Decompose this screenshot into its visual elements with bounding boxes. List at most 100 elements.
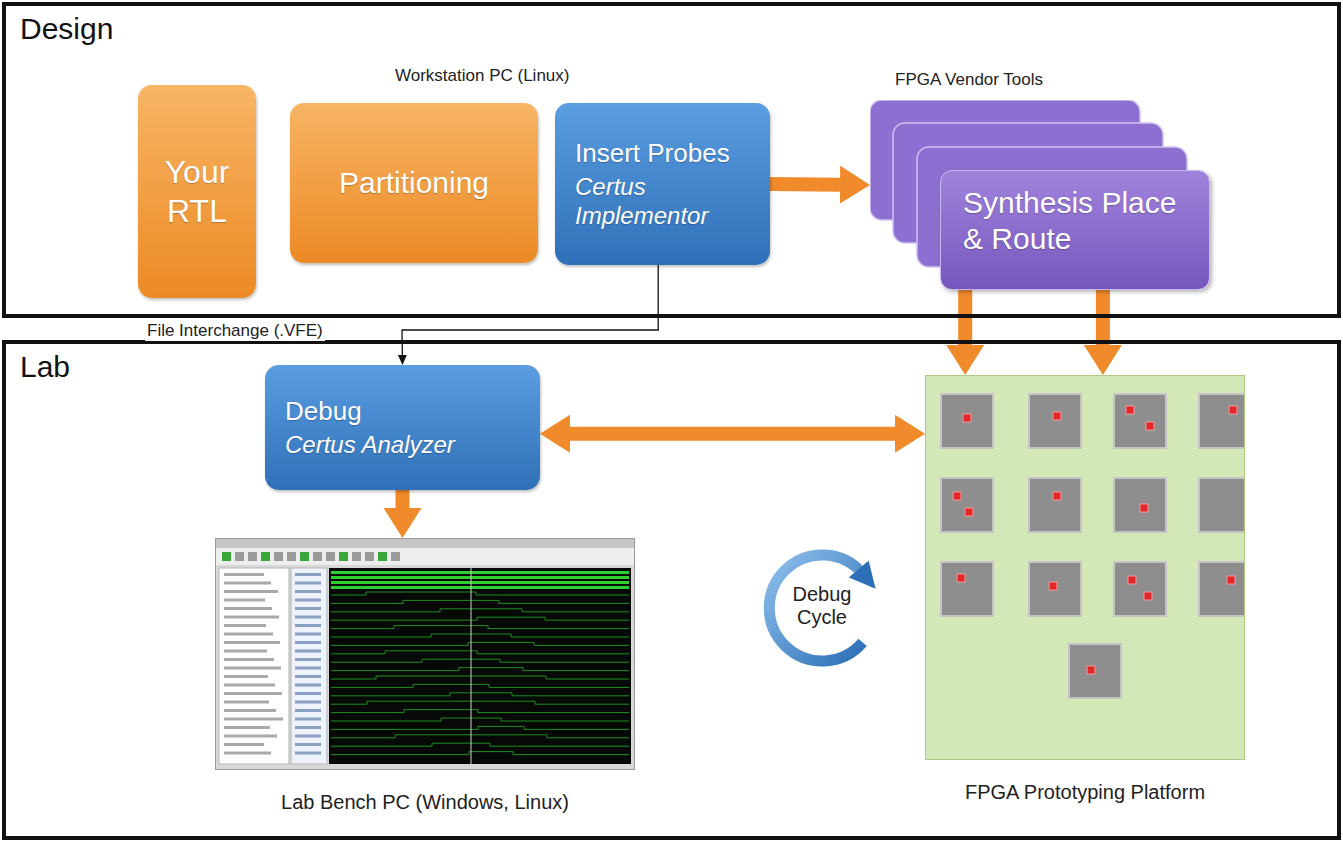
tree-row [224, 633, 273, 636]
signal-row [295, 582, 321, 585]
probe-dot [957, 574, 965, 582]
tree-row [224, 616, 279, 619]
wave-trace [331, 726, 629, 729]
fpga-platform: FPGA Prototyping Platform [925, 375, 1245, 760]
box-title: Partitioning [298, 165, 530, 201]
fpga-chip [1199, 562, 1244, 616]
signal-row [295, 573, 321, 576]
fpga-chip [1069, 644, 1121, 698]
tree-row [224, 718, 283, 721]
wave-trace [331, 743, 629, 746]
signal-row [295, 675, 321, 678]
tool-icon [261, 552, 270, 561]
lab-pc-screenshot: Lab Bench PC (Windows, Linux) [215, 538, 635, 770]
probe-dot [1053, 412, 1061, 420]
region-heading: Lab [20, 350, 70, 384]
wave-trace [331, 752, 629, 755]
wave-trace [331, 676, 629, 679]
tree-row [224, 692, 282, 695]
tool-icon [339, 552, 348, 561]
signal-row [295, 641, 321, 644]
region-band: DebugCertus Analyzer FPGA Prototyping Pla… [2, 340, 1341, 840]
process-box: Your RTL [138, 85, 256, 298]
wave-trace [331, 592, 629, 595]
box-title: Insert Probes [575, 137, 758, 170]
tree-row [224, 599, 265, 602]
tree-pane [219, 568, 289, 764]
signal-row [295, 743, 321, 746]
wave-pane [329, 568, 631, 764]
tool-icon [248, 552, 257, 561]
probe-dot [1087, 666, 1095, 674]
signal-row [295, 692, 321, 695]
wave-trace [331, 684, 629, 687]
bus-trace [331, 576, 629, 579]
signal-row [295, 684, 321, 687]
tree-row [224, 658, 274, 661]
signal-row [295, 599, 321, 602]
wave-trace [331, 693, 629, 696]
wave-trace [331, 626, 629, 629]
bus-trace [331, 571, 629, 574]
tree-row [224, 667, 281, 670]
wave-trace [331, 600, 629, 603]
region-band: Your RTLPartitioningInsert ProbesCertus … [2, 2, 1341, 318]
tree-row [224, 650, 267, 653]
fpga-chip [1114, 562, 1166, 616]
tree-row [224, 709, 276, 712]
cursor-line [471, 568, 472, 764]
fpga-chip [1199, 478, 1244, 532]
fpga-chip [941, 394, 993, 448]
wave-trace [331, 718, 629, 721]
signal-row [295, 709, 321, 712]
tool-card: Synthesis Place & Route [940, 170, 1210, 290]
box-title: Your RTL [146, 153, 248, 230]
probe-dot [963, 414, 971, 422]
fpga-chip [1199, 394, 1244, 448]
tool-icon [287, 552, 296, 561]
signal-row [295, 726, 321, 729]
wave-trace [331, 642, 629, 645]
probe-dot [953, 492, 961, 500]
tool-icon [274, 552, 283, 561]
wave-trace [331, 651, 629, 654]
box-title: Debug [285, 395, 528, 428]
signal-row [295, 701, 321, 704]
probe-dot [1126, 406, 1134, 414]
fpga-chip [941, 478, 993, 532]
wave-trace [331, 634, 629, 637]
probe-dot [1144, 592, 1152, 600]
waveform-window [216, 539, 634, 769]
tree-row [224, 726, 270, 729]
tool-icon [313, 552, 322, 561]
signal-row [295, 752, 321, 755]
probe-dot [1146, 422, 1154, 430]
fpga-chip [1114, 394, 1166, 448]
signal-row [295, 624, 321, 627]
tool-icon [235, 552, 244, 561]
fpga-chip [941, 562, 993, 616]
tool-box: DebugCertus Analyzer [265, 365, 540, 490]
signal-row [295, 667, 321, 670]
title-bar [216, 539, 634, 548]
wave-trace [331, 617, 629, 620]
probe-dot [965, 508, 973, 516]
edge-label: File Interchange (.VFE) [145, 321, 325, 341]
flow-arrow [570, 427, 895, 441]
tool-icon [352, 552, 361, 561]
fpga-chip [1114, 478, 1166, 532]
fpga-chip [1029, 562, 1081, 616]
signal-row [295, 633, 321, 636]
tree-row [224, 701, 269, 704]
group-heading: FPGA Vendor Tools [895, 70, 1043, 90]
flow-arrow [770, 177, 840, 192]
tree-row [224, 735, 277, 738]
fpga-chips [926, 376, 1244, 759]
region-heading: Design [20, 12, 113, 46]
tree-row [224, 752, 271, 755]
tree-row [224, 590, 278, 593]
machine-label: Workstation PC (Linux) [395, 66, 655, 86]
